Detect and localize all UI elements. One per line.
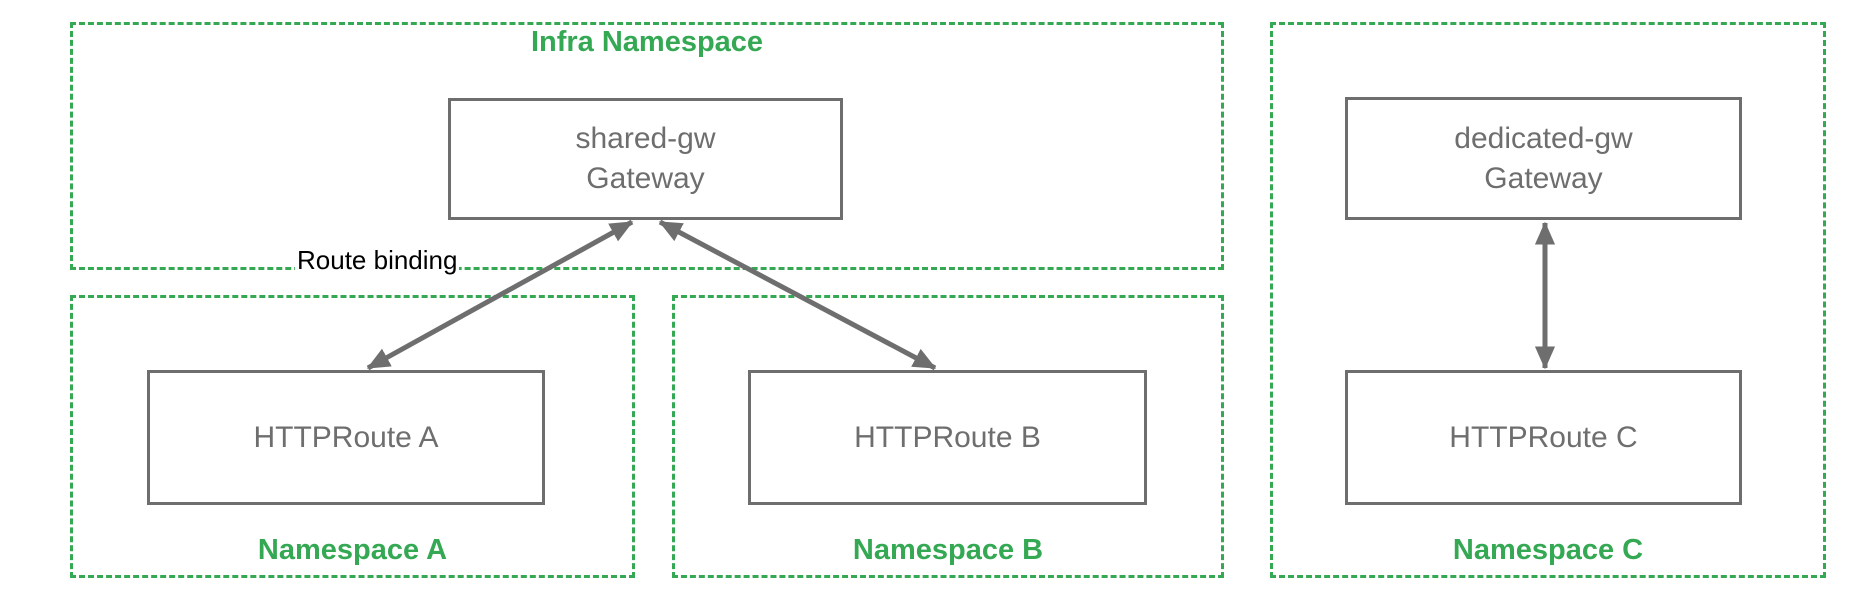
namespace-a-container <box>70 295 635 578</box>
node-dedicated-gw-line2: Gateway <box>1484 161 1603 195</box>
node-shared-gw-line2: Gateway <box>586 162 705 195</box>
node-dedicated-gw-gateway[interactable]: dedicated-gw Gateway <box>1345 97 1742 220</box>
edge-label-route-binding: Route binding <box>295 245 460 276</box>
namespace-c-container <box>1270 22 1826 578</box>
node-shared-gw-line1: shared-gw <box>575 122 716 156</box>
namespace-b-label: Namespace B <box>852 534 1044 566</box>
node-httproute-c-label: HTTPRoute C <box>1449 420 1638 454</box>
node-dedicated-gw-line1: dedicated-gw <box>1454 121 1633 155</box>
node-shared-gw-gateway[interactable]: shared-gw Gateway <box>448 98 843 220</box>
node-httproute-b-label: HTTPRoute B <box>854 420 1041 454</box>
node-httproute-a-label: HTTPRoute A <box>253 420 439 454</box>
namespace-infra-label: Infra Namespace <box>530 26 764 58</box>
namespace-a-label: Namespace A <box>257 534 448 566</box>
node-httproute-b[interactable]: HTTPRoute B <box>748 370 1147 505</box>
namespace-b-container <box>672 295 1224 578</box>
node-httproute-a[interactable]: HTTPRoute A <box>147 370 545 505</box>
namespace-infra-container <box>70 22 1224 270</box>
node-httproute-c[interactable]: HTTPRoute C <box>1345 370 1742 505</box>
namespace-c-label: Namespace C <box>1452 534 1644 566</box>
